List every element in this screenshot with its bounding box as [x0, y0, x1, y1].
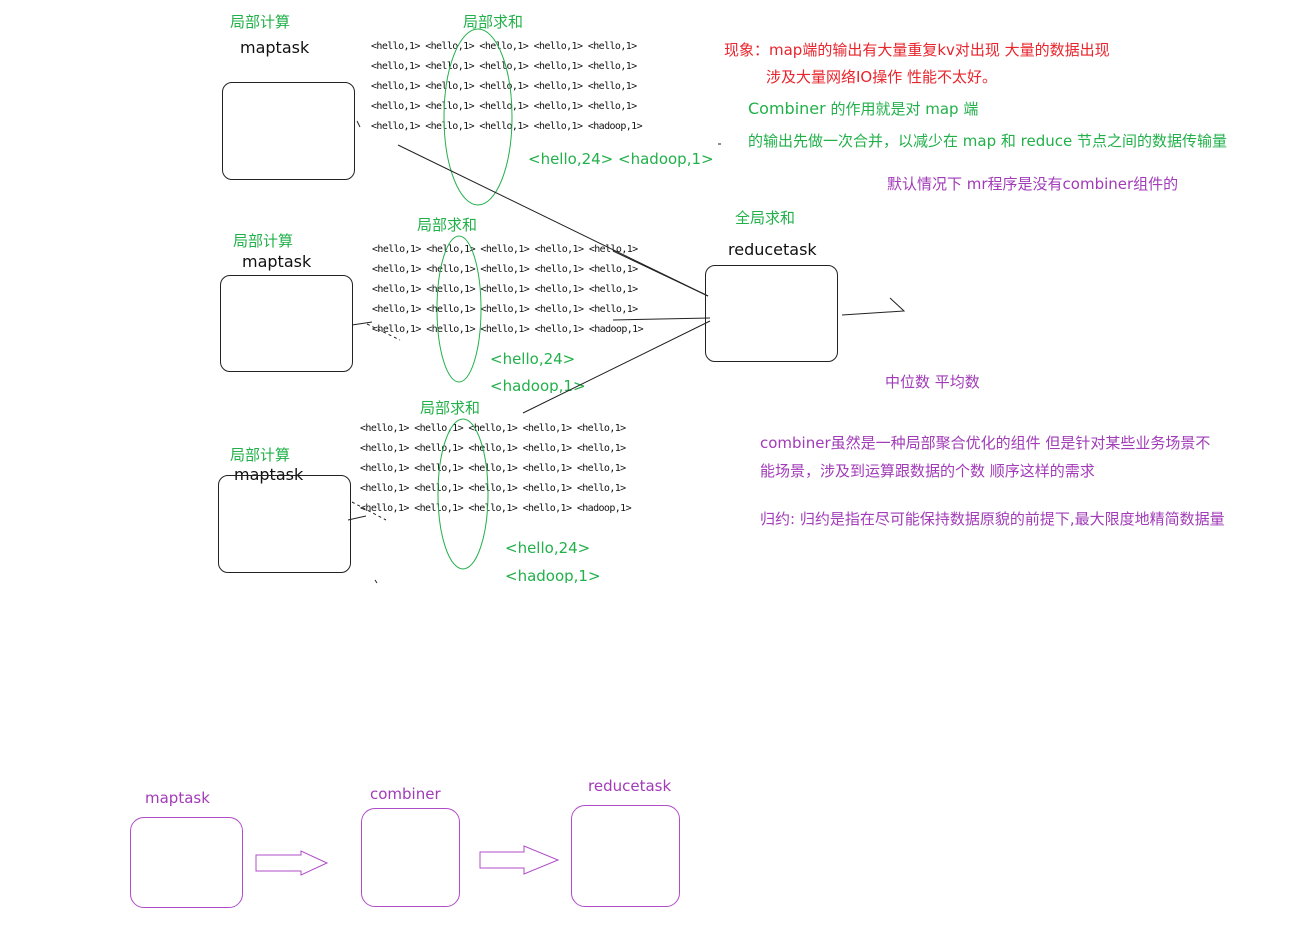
reduce-output-arrow: [841, 297, 906, 316]
result-hello-3: <hello,24>: [505, 539, 591, 557]
limit-note-line-1: combiner虽然是一种局部聚合优化的组件 但是针对某些业务场景不: [760, 434, 1211, 452]
limit-note-line-2: 能场景，涉及到运算跟数据的个数 顺序这样的需求: [760, 462, 1095, 480]
local-sum-label-2: 局部求和: [417, 216, 478, 234]
tick-mark-4: [374, 579, 378, 584]
flow-combiner-box: [361, 808, 460, 907]
local-sum-label-3: 局部求和: [420, 399, 481, 417]
kv-row: <hello,1> <hello,1> <hello,1> <hello,1> …: [360, 443, 626, 454]
maptask-label-3: maptask: [234, 465, 304, 484]
result-hello-2: <hello,24>: [490, 350, 576, 368]
flow-reducetask-box: [571, 805, 680, 907]
connector-map2-stub: [351, 321, 373, 326]
kv-row: <hello,1> <hello,1> <hello,1> <hello,1> …: [360, 463, 626, 474]
phenomenon-line-1: 现象：map端的输出有大量重复kv对出现 大量的数据出现: [724, 41, 1110, 59]
flow-arrow-1: [255, 850, 329, 876]
flow-arrow-2: [479, 845, 560, 875]
local-compute-label-1: 局部计算: [230, 13, 291, 31]
phenomenon-line-2: 涉及大量网络IO操作 性能不太好。: [766, 68, 998, 86]
tick-mark-1: [356, 120, 361, 128]
kv-row: <hello,1> <hello,1> <hello,1> <hello,1> …: [371, 121, 643, 132]
combiner-desc-rest: 的作用就是对 map 端: [825, 100, 979, 118]
combiner-word: Combiner: [748, 99, 826, 118]
flow-combiner-label: combiner: [370, 785, 441, 803]
stats-label: 中位数 平均数: [885, 373, 980, 391]
kv-list-1: <hello,1> <hello,1> <hello,1> <hello,1> …: [371, 37, 643, 137]
combiner-desc-line-2: 的输出先做一次合并，以减少在 map 和 reduce 节点之间的数据传输量: [748, 132, 1227, 150]
local-sum-label-1: 局部求和: [463, 13, 524, 31]
local-compute-label-2: 局部计算: [233, 232, 294, 250]
kv-row: <hello,1> <hello,1> <hello,1> <hello,1> …: [371, 81, 637, 92]
kv-row: <hello,1> <hello,1> <hello,1> <hello,1> …: [372, 264, 638, 275]
kv-row: <hello,1> <hello,1> <hello,1> <hello,1> …: [372, 284, 638, 295]
kv-row: <hello,1> <hello,1> <hello,1> <hello,1> …: [360, 423, 626, 434]
reducetask-label: reducetask: [728, 240, 817, 259]
reducetask-box: [705, 265, 838, 362]
maptask-label-1: maptask: [240, 38, 310, 57]
kv-row: <hello,1> <hello,1> <hello,1> <hello,1> …: [372, 324, 644, 335]
result-hello-1: <hello,24>: [528, 150, 614, 168]
reduce-definition: 归约: 归约是指在尽可能保持数据原貌的前提下,最大限度地精简数据量: [760, 510, 1225, 528]
maptask-box-3: [218, 475, 351, 573]
kv-row: <hello,1> <hello,1> <hello,1> <hello,1> …: [372, 244, 638, 255]
flow-maptask-label: maptask: [145, 789, 210, 807]
flow-reducetask-label: reducetask: [588, 777, 672, 795]
result-hadoop-3: <hadoop,1>: [505, 567, 601, 583]
result-hadoop-2: <hadoop,1>: [490, 377, 586, 393]
kv-row: <hello,1> <hello,1> <hello,1> <hello,1> …: [371, 61, 637, 72]
kv-row: <hello,1> <hello,1> <hello,1> <hello,1> …: [371, 101, 637, 112]
kv-row: <hello,1> <hello,1> <hello,1> <hello,1> …: [371, 41, 637, 52]
default-note: 默认情况下 mr程序是没有combiner组件的: [887, 175, 1179, 193]
maptask-box-1: [222, 82, 355, 180]
local-result-1: <hello,24> <hadoop,1>: [528, 150, 714, 168]
global-sum-label: 全局求和: [735, 209, 796, 227]
local-compute-label-3: 局部计算: [230, 446, 291, 464]
kv-list-2: <hello,1> <hello,1> <hello,1> <hello,1> …: [372, 240, 644, 340]
flow-maptask-box: [130, 817, 243, 908]
kv-list-3: <hello,1> <hello,1> <hello,1> <hello,1> …: [360, 419, 632, 519]
combiner-desc-line-1: Combiner 的作用就是对 map 端: [748, 98, 978, 119]
kv-row: <hello,1> <hello,1> <hello,1> <hello,1> …: [360, 483, 626, 494]
maptask-label-2: maptask: [242, 252, 312, 271]
kv-row: <hello,1> <hello,1> <hello,1> <hello,1> …: [360, 503, 632, 514]
result-hadoop-1: <hadoop,1>: [618, 150, 714, 168]
kv-row: <hello,1> <hello,1> <hello,1> <hello,1> …: [372, 304, 638, 315]
maptask-box-2: [220, 275, 353, 372]
